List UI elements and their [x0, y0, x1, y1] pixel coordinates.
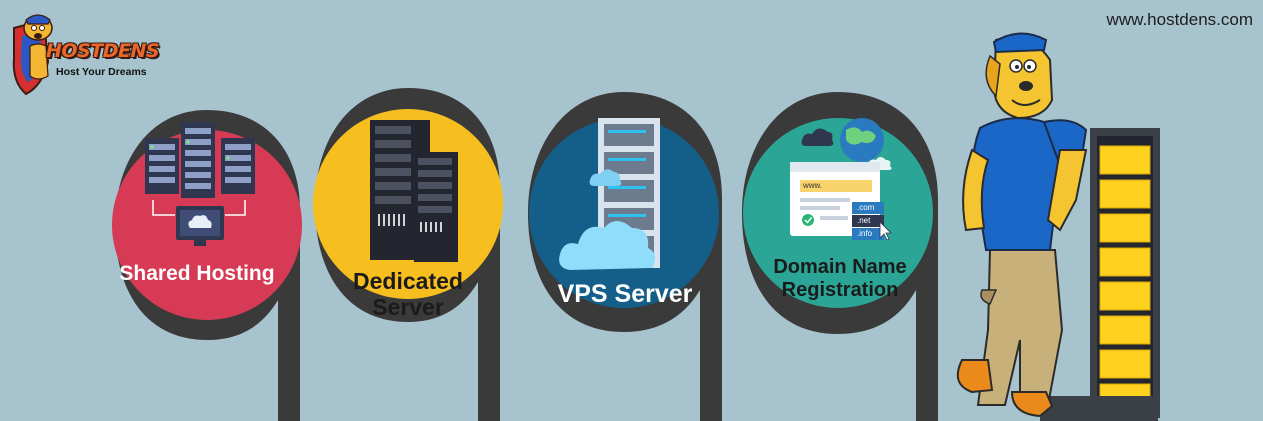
hostdens-logo[interactable]: HOSTDENS Host Your Dreams — [8, 6, 160, 102]
small-cloud-icon — [589, 169, 622, 186]
large-cloud-icon — [559, 221, 656, 270]
shared-hosting-label: Shared Hosting — [119, 262, 275, 285]
domain-line-1: Domain Name — [773, 256, 907, 278]
brand-tagline: Host Your Dreams — [56, 66, 147, 78]
globe-icon — [840, 118, 884, 162]
tld-net: .net — [857, 216, 871, 225]
vps-server-label: VPS Server — [557, 280, 693, 308]
dedicated-line-2: Server — [372, 294, 444, 321]
tld-list — [852, 202, 884, 240]
dedicated-line-1: Dedicated — [353, 268, 463, 294]
dedicated-server-pin[interactable] — [313, 88, 503, 421]
shared-hosting-pin[interactable] — [112, 110, 302, 421]
site-url-link[interactable]: www.hostdens.com — [1106, 10, 1253, 29]
dark-cloud-icon — [801, 128, 834, 146]
domain-registration-pin[interactable] — [742, 92, 938, 421]
dedicated-server-icon — [370, 120, 458, 262]
address-bar-text: www. — [803, 181, 823, 190]
vps-server-pin[interactable] — [528, 92, 722, 421]
tld-com: .com — [857, 203, 875, 212]
server-tower-icon — [1040, 128, 1160, 421]
domain-line-2: Registration — [781, 279, 899, 301]
tld-info: .info — [857, 229, 873, 238]
server-rack-icon — [145, 122, 255, 198]
mascot-logo-icon — [12, 14, 53, 96]
mascot-illustration — [956, 32, 1160, 421]
cursor-icon — [879, 221, 892, 241]
dedicated-server-label: Dedicated Server — [308, 268, 508, 321]
cap-icon — [992, 32, 1048, 54]
brand-name: HOSTDENS — [46, 40, 160, 62]
monitor-cloud-icon — [176, 206, 224, 246]
domain-name-label: Domain Name Registration — [740, 256, 940, 302]
